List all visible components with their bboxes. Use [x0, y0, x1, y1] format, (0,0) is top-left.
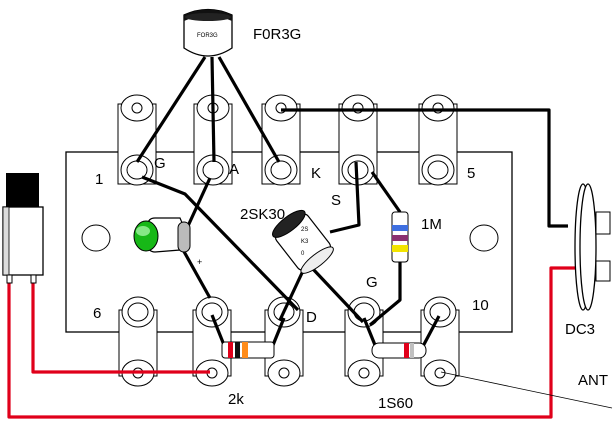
scr-marking: FOR3G	[197, 33, 218, 39]
resistor-1m-lead-bottom	[368, 262, 402, 327]
red-wire-jack-to-dc3	[7, 266, 583, 419]
fet-2sk30	[272, 209, 334, 274]
led	[133, 217, 191, 253]
terminal-number-1: 1	[95, 171, 103, 188]
fet-pin-d-label: D	[306, 309, 317, 326]
fet-gate-lead	[310, 266, 365, 324]
fet-pin-g-label: G	[366, 274, 378, 291]
scr-pin-k-label: K	[311, 165, 321, 182]
led-polarity-mark: +	[197, 257, 202, 267]
terminal-number-10: 10	[472, 297, 489, 314]
mounting-hole-right	[469, 224, 499, 252]
scr-anode-lead	[210, 56, 216, 163]
red-wire-jack-to-lug7	[31, 280, 210, 374]
scr-gate-lead	[135, 56, 207, 163]
scr-cathode-lead	[217, 56, 281, 163]
fet-label: 2SK30	[240, 206, 285, 223]
resistor-1m	[391, 211, 409, 263]
dc3-label: DC3	[565, 321, 595, 338]
antenna-wire	[440, 371, 613, 409]
scr-f0r3g: FOR3G	[183, 8, 233, 57]
fet-marking-line2: K3	[301, 239, 309, 245]
mounting-hole-left	[81, 224, 111, 252]
lug-10	[420, 296, 460, 387]
wire-lug1-to-fet-drain	[141, 175, 300, 312]
fet-marking-line1: 2S	[301, 227, 308, 233]
lug-4	[338, 94, 378, 186]
led-anode-lead	[186, 177, 212, 227]
red-wires	[7, 266, 583, 419]
resistor-1m-label: 1M	[421, 216, 442, 233]
diode-label: 1S60	[378, 395, 413, 412]
diode-1s60	[371, 342, 427, 359]
lug-7	[192, 296, 232, 387]
fet-pin-s-label: S	[331, 192, 341, 209]
scr-label: F0R3G	[253, 26, 301, 43]
lug-5	[418, 94, 458, 186]
scr-pin-a-label: A	[229, 161, 239, 178]
resistor-2k	[221, 341, 275, 359]
terminal-number-5: 5	[467, 165, 475, 182]
fet-source-lead	[329, 161, 361, 234]
diode-lead-right	[419, 315, 441, 351]
wire-lug3-to-dc3	[281, 108, 568, 228]
resistor-1m-lead-top	[370, 171, 402, 213]
lug-1	[117, 94, 157, 186]
terminal-number-6: 6	[93, 305, 101, 322]
scr-pin-g-label: G	[154, 155, 166, 172]
antenna-label: ANT	[578, 372, 608, 389]
resistor-2k-label: 2k	[228, 391, 244, 408]
led-cathode-lead	[180, 247, 212, 299]
dc3-connector	[574, 183, 611, 311]
jack-connector	[2, 173, 44, 284]
lug-6	[118, 296, 158, 387]
fet-marking-line3: 0	[301, 251, 305, 257]
